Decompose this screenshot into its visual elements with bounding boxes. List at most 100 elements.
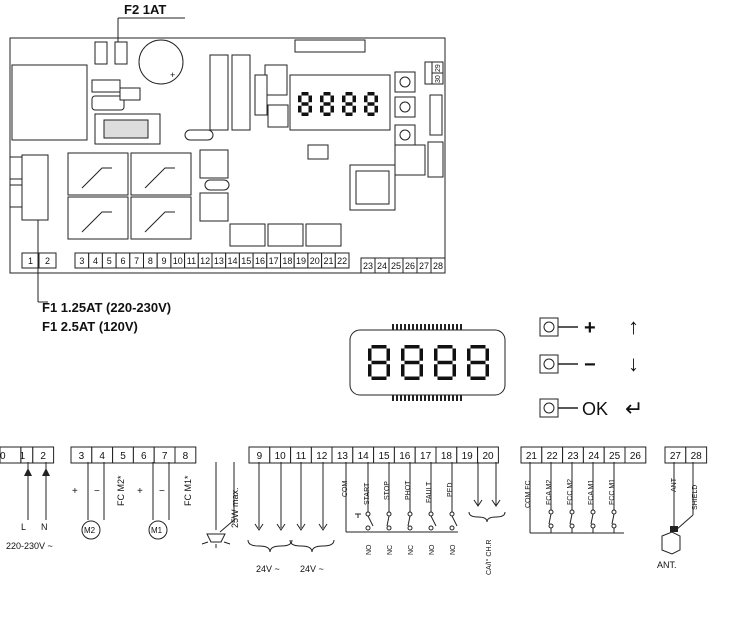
control-board: +: [9, 37, 446, 274]
wiring-terminal: [685, 446, 708, 464]
board-terminal: [430, 257, 446, 274]
ch-r-label: CA/I° CH.R: [485, 540, 493, 575]
enter-arrow-icon: ↵: [625, 396, 643, 421]
m1-minus-sign: −: [159, 486, 165, 497]
wiring-terminal-number: 19: [462, 451, 474, 462]
capacitor: [138, 39, 184, 85]
wiring-terminal-number: 5: [120, 451, 126, 462]
wiring-terminal-number: 28: [691, 451, 703, 462]
wiring-terminal-number: 6: [141, 451, 147, 462]
board-terminal-number: 1: [28, 256, 33, 266]
board-terminal-number: 17: [269, 256, 279, 266]
ped-label: PED: [447, 483, 454, 497]
fault-label: FAULT: [426, 481, 433, 503]
stop-nc-label: NC: [387, 545, 394, 555]
wiring-terminal: [477, 446, 499, 464]
wiring-terminal-number: 14: [358, 451, 370, 462]
board-terminal: [38, 252, 57, 269]
board-display-digit: [298, 92, 312, 116]
ped-no-label: NO: [450, 544, 457, 555]
ok-button: OK ↵: [539, 396, 643, 421]
svg-text:+: +: [170, 70, 175, 80]
board-terminal-number: 13: [214, 256, 224, 266]
antenna-icon: [661, 531, 681, 555]
display-digit: [467, 345, 489, 380]
display-detail: [349, 324, 506, 401]
phot-nc-label: NC: [408, 545, 415, 555]
wiring-diagram: L N 220-230V ~ + − M2 FC M2* + − M1 FC M…: [6, 462, 699, 575]
wiring-terminal: [174, 446, 197, 464]
lamp-icon: [206, 533, 226, 543]
mains-voltage-label: 220-230V ~: [6, 541, 53, 551]
mains-N-label: N: [41, 522, 48, 532]
board-display-digit: [320, 92, 334, 116]
m1-plus-sign: +: [137, 486, 143, 497]
wiring-terminal-number: 12: [316, 451, 328, 462]
lamp-power-label: 25W max.: [230, 487, 240, 528]
m2-plus-sign: +: [72, 486, 78, 497]
24v-output-2-label: 24V ~: [300, 564, 324, 574]
board-terminal-number: 7: [134, 256, 139, 266]
antenna-label: ANT.: [657, 560, 677, 570]
fca-m1-label: FCA M1: [588, 480, 595, 505]
wiring-terminal-number: 15: [378, 451, 390, 462]
board-terminal-number: 28: [433, 261, 443, 271]
board-terminal-number: 25: [391, 261, 401, 271]
transformer: [11, 64, 88, 141]
fuse-f1-holder: [21, 154, 49, 221]
board-terminal-number: 14: [228, 256, 238, 266]
wiring-terminal-number: 2: [40, 451, 46, 462]
wiring-terminal: [32, 446, 55, 464]
fcc-m1-label: FCC M1: [609, 479, 616, 505]
board-terminal-number: 3: [79, 256, 84, 266]
wiring-terminal-number: 23: [567, 451, 579, 462]
wiring-terminal-number: 8: [183, 451, 189, 462]
stop-label: STOP: [384, 481, 391, 500]
wiring-terminal-number: 20: [482, 451, 494, 462]
board-terminal-number: 19: [296, 256, 306, 266]
fault-no-label: NO: [429, 544, 436, 555]
minus-symbol: −: [584, 354, 596, 376]
wiring-terminal: [0, 446, 22, 464]
wiring-terminal-number: 13: [337, 451, 349, 462]
display-digit: [401, 345, 423, 380]
relays: [67, 152, 192, 240]
board-terminal-number: 21: [323, 256, 333, 266]
wiring-terminal-number: 30: [0, 451, 6, 462]
wiring-terminal-number: 24: [588, 451, 600, 462]
plus-button: + ↑: [539, 314, 639, 339]
wiring-terminal-number: 10: [275, 451, 287, 462]
board-terminal-number: 24: [377, 261, 387, 271]
board-terminal-number: 5: [107, 256, 112, 266]
board-terminal: [334, 252, 350, 269]
wiring-terminal-number: 25: [609, 451, 621, 462]
board-terminal-number: 27: [419, 261, 429, 271]
wiring-terminal-number: 7: [162, 451, 168, 462]
board-terminal-number: 18: [282, 256, 292, 266]
up-arrow-icon: ↑: [628, 314, 639, 339]
board-terminal-number: 10: [173, 256, 183, 266]
wiring-terminal-number: 9: [257, 451, 263, 462]
fcc-m2-label: FCC M2: [567, 479, 574, 505]
wiring-terminal-number: 4: [99, 451, 105, 462]
wiring-terminal-number: 27: [670, 451, 682, 462]
board-terminal-number: 2: [45, 256, 50, 266]
wiring-terminal-number: 26: [630, 451, 642, 462]
down-arrow-icon: ↓: [628, 351, 639, 376]
wiring-terminal-number: 11: [296, 451, 307, 462]
phot-label: PHOT: [405, 480, 412, 500]
wiring-terminal: [624, 446, 647, 464]
motor-m1-label: M1: [151, 526, 163, 535]
plus-symbol: +: [584, 317, 596, 339]
m2-minus-sign: −: [94, 486, 100, 497]
board-terminal-number: 20: [310, 256, 320, 266]
board-terminal-number: 29: [435, 64, 442, 72]
board-terminal-number: 8: [148, 256, 153, 266]
board-terminal-number: 6: [120, 256, 125, 266]
fuse-f1-label: F1 1.25AT (220-230V): [42, 300, 171, 315]
